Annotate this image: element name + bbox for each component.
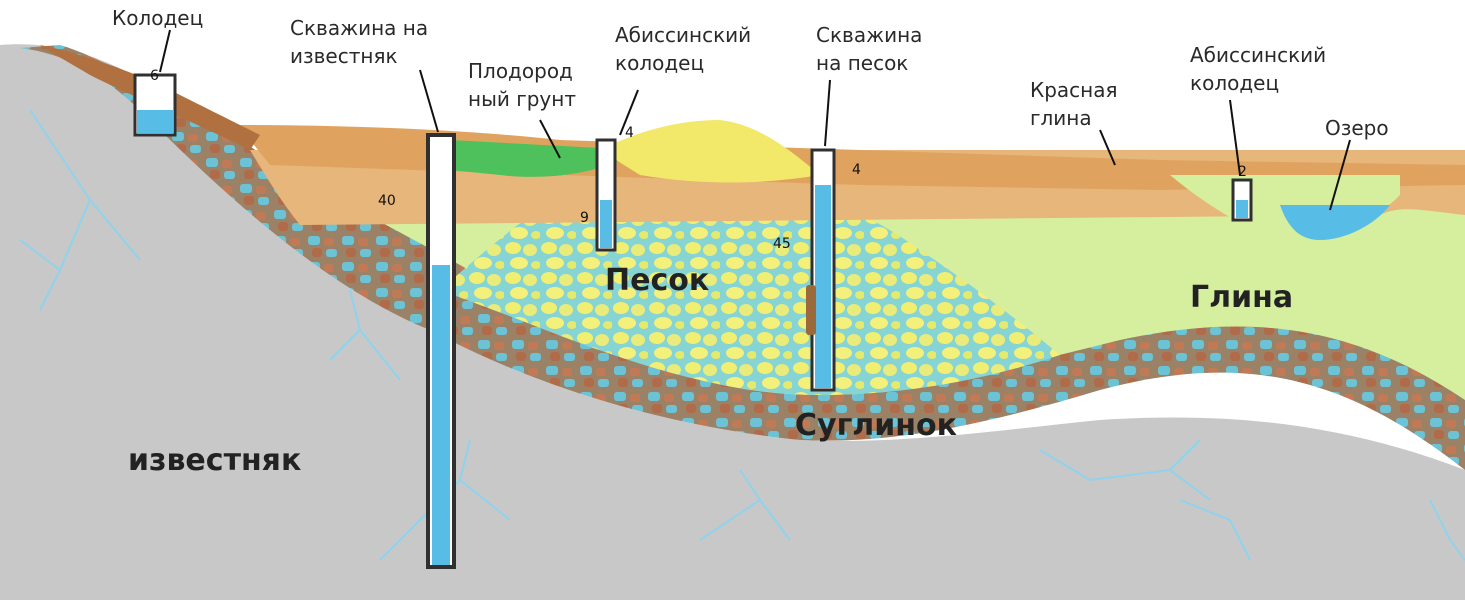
label-sand: Песок [605,263,709,298]
label-fertile-soil: Плодород ный грунт [468,59,579,111]
sand-hill [600,120,820,183]
label-abyssinian-2: Абиссинский колодец [1190,43,1333,95]
depth-sand-bore-top: 4 [852,162,861,178]
abyssinian-well-1 [595,138,617,252]
lake-water [1280,205,1390,240]
depth-well: 6 [150,68,159,84]
limestone-layer [0,44,1465,600]
label-limestone-bore: Скважина на известняк [290,16,434,68]
label-loam: Суглинок [795,408,957,443]
label-abyssinian-1: Абиссинский колодец [615,23,758,75]
limestone-water-veins [19,109,1465,561]
label-limestone: известняк [128,443,301,478]
depth-abyssinian-2: 2 [1238,164,1247,180]
leader-lines [159,29,1351,211]
depth-sand-bore-mid: 45 [773,236,791,252]
loam-layer [20,45,1465,470]
label-well: Колодец [112,6,203,30]
abyssinian-well-2 [1231,178,1253,222]
depth-abyssinian-1-top: 4 [625,125,634,141]
label-clay: Глина [1190,280,1293,315]
sand-layer [440,165,1060,395]
limestone-bore [426,133,456,569]
label-red-clay: Красная глина [1030,78,1124,130]
label-lake: Озеро [1325,116,1389,140]
depth-abyssinian-1-mid: 9 [580,210,589,226]
label-sand-bore: Скважина на песок [816,23,929,75]
fertile-soil-layer [450,140,620,177]
well [133,73,177,137]
depth-limestone-left: 40 [378,193,396,209]
sand-bore [806,148,836,392]
